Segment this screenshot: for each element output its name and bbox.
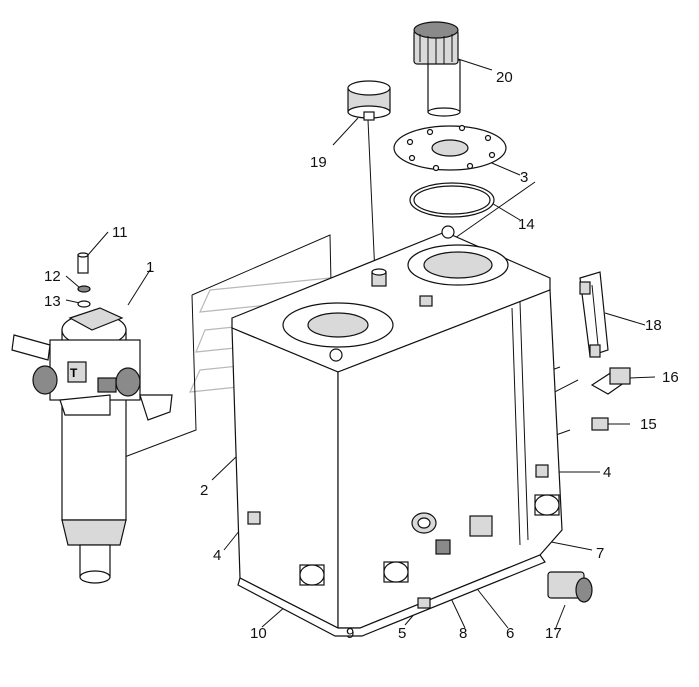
- callout-7: 7: [596, 545, 604, 562]
- callout-10: 10: [250, 625, 267, 642]
- callout-11: 11: [112, 224, 128, 241]
- callout-3: 3: [520, 169, 528, 186]
- port-10: [299, 564, 325, 586]
- plug-6: [435, 539, 451, 555]
- elbow-fitting: [547, 571, 593, 603]
- callout-19: 19: [310, 154, 327, 171]
- level-gauge: [579, 271, 609, 358]
- callout-15: 15: [640, 416, 657, 433]
- callout-6: 6: [506, 625, 514, 642]
- callout-4-left: 4: [213, 547, 221, 564]
- callout-labels: 20 19 3 14 11 1 12 13 18 16 15 4 2 4 7 1…: [44, 69, 679, 642]
- callout-17: 17: [545, 625, 562, 642]
- callout-12: 12: [44, 268, 61, 285]
- port-right: [534, 494, 560, 516]
- callout-5: 5: [398, 625, 406, 642]
- callout-14: 14: [518, 216, 535, 233]
- return-filter: T: [11, 307, 173, 584]
- gasket-ring: [409, 182, 495, 218]
- callout-20: 20: [496, 69, 513, 86]
- callout-18: 18: [645, 317, 662, 334]
- callout-1: 1: [146, 259, 154, 276]
- port-9: [383, 561, 409, 583]
- callout-13: 13: [44, 293, 61, 310]
- callout-16: 16: [662, 369, 679, 386]
- screw-and-washers: [77, 252, 91, 308]
- port-7: [411, 512, 493, 537]
- svg-text:T: T: [70, 366, 78, 380]
- breather-filter: [413, 21, 461, 117]
- plug-15: [591, 417, 609, 431]
- callout-8: 8: [459, 625, 467, 642]
- callout-2: 2: [200, 482, 208, 499]
- hose-fitting: [590, 367, 631, 395]
- cylindrical-plug: [347, 80, 391, 121]
- callout-4-right: 4: [603, 464, 611, 481]
- flange-plate: [393, 124, 507, 172]
- callout-9: 9: [346, 625, 354, 642]
- hydraulic-tank: [231, 225, 563, 637]
